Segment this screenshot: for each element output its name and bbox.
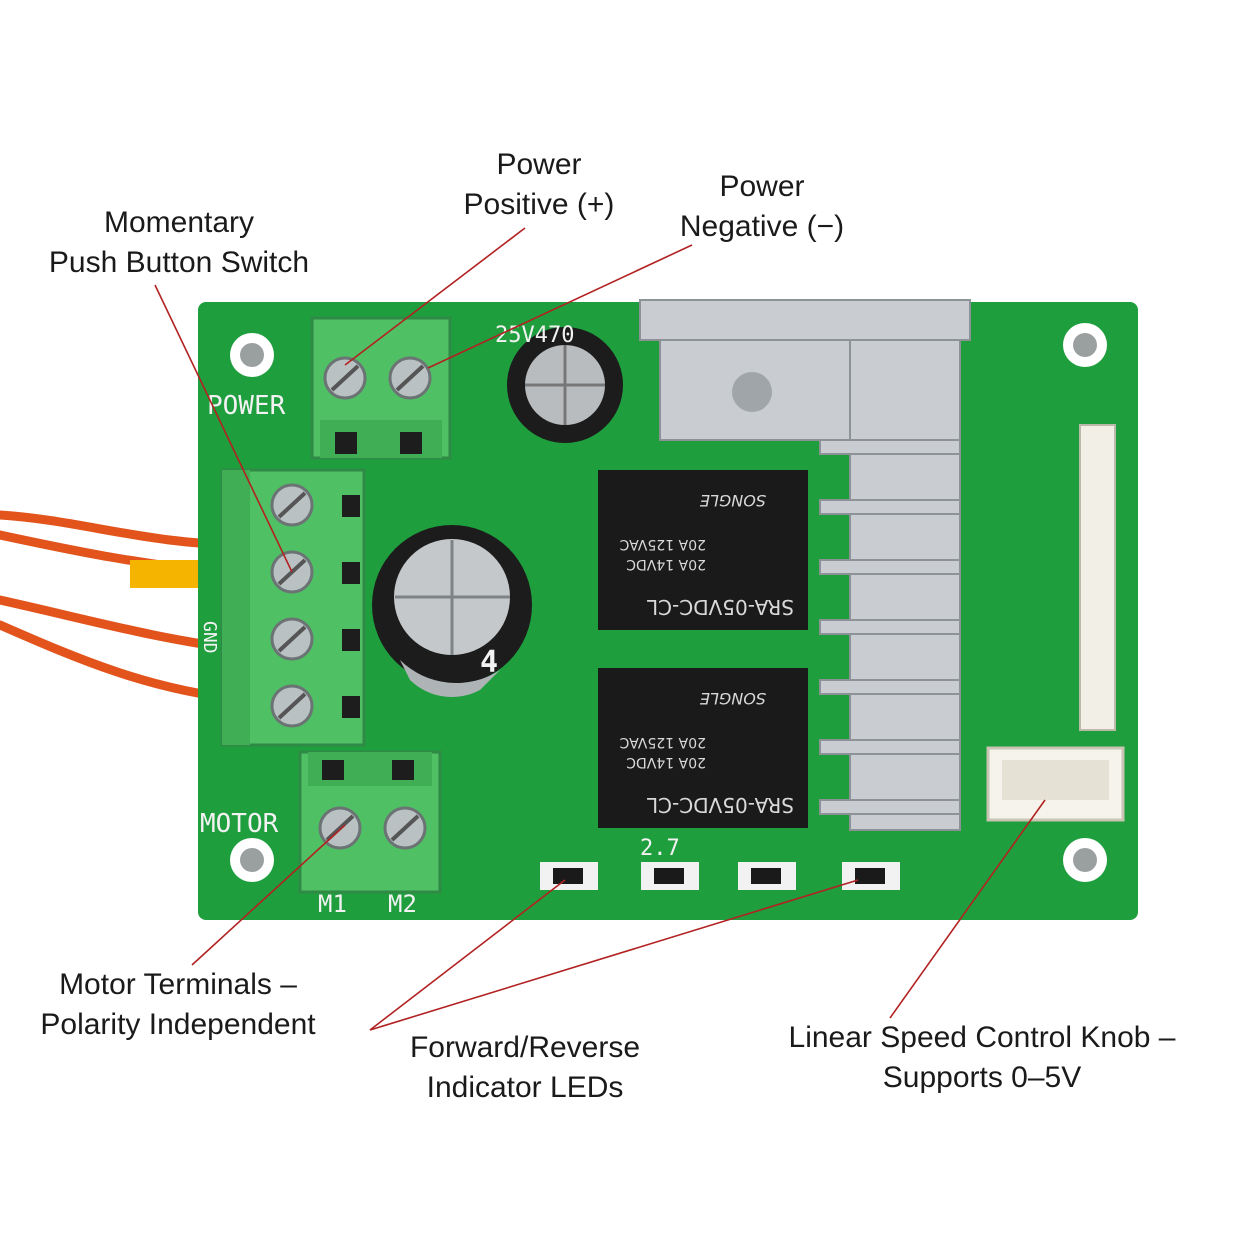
leader-speed-knob bbox=[889, 799, 1046, 1019]
motor-terminal-block bbox=[298, 750, 442, 894]
wire-connector bbox=[130, 560, 200, 588]
heatsink bbox=[639, 299, 971, 831]
relay-bottom-model: SRA-05VDC-CL bbox=[646, 793, 794, 817]
leader-motor-terminals bbox=[191, 824, 346, 966]
indicator-leds bbox=[540, 862, 900, 890]
relay-bottom-brand: SONGLE bbox=[699, 689, 766, 708]
callout-speed-knob: Linear Speed Control Knob – Supports 0–5… bbox=[788, 1021, 1176, 1094]
callout-power-positive: Power Positive (+) bbox=[463, 148, 615, 221]
large-capacitor bbox=[372, 525, 532, 698]
callout-indicator-leds: Forward/Reverse Indicator LEDs bbox=[409, 1031, 641, 1104]
relay-top-model: SRA-05VDC-CL bbox=[646, 595, 794, 619]
small-value-label: 2.7 bbox=[640, 836, 680, 861]
big-cap-digit: 4 bbox=[480, 645, 498, 680]
callout-motor-terminals: Motor Terminals – Polarity Independent bbox=[40, 968, 316, 1041]
relay-bottom-rating1: 20A 14VDC bbox=[626, 754, 706, 770]
relay-bottom-rating2: 20A 125VAC bbox=[619, 734, 706, 750]
relay-top bbox=[598, 470, 808, 630]
relay-top-brand: SONGLE bbox=[699, 491, 766, 510]
relay-top-rating1: 20A 14VDC bbox=[626, 556, 706, 572]
mount-holes bbox=[230, 323, 1107, 882]
m2-silk-label: M2 bbox=[388, 890, 417, 918]
leader-led-right bbox=[369, 879, 859, 1031]
power-silk-label: POWER bbox=[207, 391, 286, 421]
relay-bottom bbox=[598, 668, 808, 828]
gnd-silk-label: GND bbox=[199, 621, 220, 654]
callout-push-button: Momentary Push Button Switch bbox=[48, 206, 310, 279]
m1-silk-label: M1 bbox=[318, 890, 347, 918]
pin-header bbox=[1079, 424, 1116, 731]
power-terminal-block bbox=[310, 316, 452, 460]
small-capacitor bbox=[507, 327, 623, 443]
leader-push-button bbox=[154, 284, 293, 573]
relay-top-rating2: 20A 125VAC bbox=[619, 536, 706, 552]
cap-code-label: 25V470 bbox=[495, 323, 574, 348]
leader-power-positive bbox=[344, 227, 526, 366]
push-button-terminal-block bbox=[220, 468, 366, 747]
motor-silk-label: MOTOR bbox=[200, 809, 279, 839]
callout-power-negative: Power Negative (−) bbox=[679, 170, 845, 243]
heatsink-screw bbox=[732, 372, 772, 412]
leader-led-left bbox=[369, 879, 566, 1031]
leader-lines bbox=[154, 227, 1046, 1031]
leader-power-negative bbox=[427, 244, 693, 369]
